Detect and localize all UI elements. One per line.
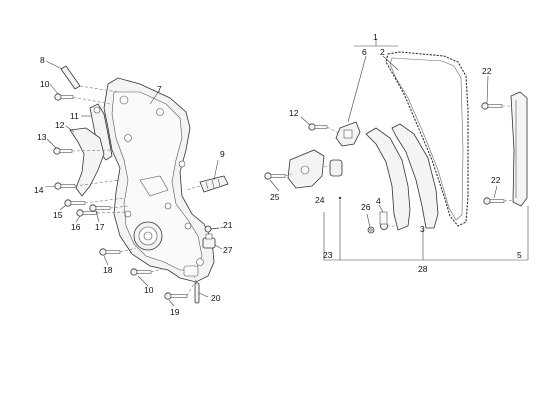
callout-8: 8 — [40, 55, 45, 65]
callout-26: 26 — [361, 202, 371, 212]
callout-21: 21 — [223, 220, 233, 230]
callout-9: 9 — [220, 149, 225, 159]
callout-17: 17 — [95, 222, 105, 232]
callout-10-top: 10 — [40, 79, 50, 89]
callout-6: 6 — [362, 47, 367, 57]
timing-cover-group — [103, 77, 215, 283]
tensioner-bracket — [335, 121, 361, 147]
callout-28: 28 — [418, 264, 428, 274]
guide-rail-outer — [391, 123, 439, 229]
callout-20: 20 — [211, 293, 221, 303]
callout-3: 3 — [420, 224, 425, 234]
left-leaders — [44, 60, 224, 307]
fixed-chain-guide — [510, 91, 528, 207]
callout-14: 14 — [34, 185, 44, 195]
timing-chain — [385, 51, 469, 227]
bolt-21 — [204, 225, 220, 233]
bolt-12-right — [308, 123, 328, 131]
callout-24: 24 — [315, 195, 325, 205]
callout-1: 1 — [373, 32, 378, 42]
tensioner-guide-rail — [365, 127, 411, 231]
callout-16: 16 — [71, 222, 81, 232]
callout-19: 19 — [170, 307, 180, 317]
callout-4: 4 — [376, 196, 381, 206]
bolt-10-top — [54, 93, 74, 101]
bolt-14 — [54, 182, 76, 190]
callout-12-right: 12 — [289, 108, 299, 118]
bolt-18 — [99, 248, 121, 256]
callout-2: 2 — [380, 47, 385, 57]
washer-26 — [367, 226, 375, 234]
callout-7: 7 — [157, 84, 162, 94]
guide-plate — [69, 127, 105, 197]
callout-27: 27 — [223, 245, 233, 255]
bolt-22-bottom — [483, 197, 505, 205]
pivot-bolt-4 — [379, 211, 388, 230]
callout-5: 5 — [517, 250, 522, 260]
pin-20 — [194, 282, 200, 304]
bolt-19 — [164, 292, 188, 300]
bolt-13 — [53, 147, 73, 155]
rubber-pad — [199, 175, 229, 193]
callout-15: 15 — [53, 210, 63, 220]
callout-12-left: 12 — [55, 120, 65, 130]
right-leaders — [269, 38, 529, 261]
callout-labels: 1 2 3 4 5 6 7 8 9 10 10 11 12 12 13 14 1… — [34, 32, 522, 317]
tensioner-housing — [287, 149, 325, 189]
bolt-10-bottom — [130, 268, 152, 276]
bolt-17 — [89, 204, 111, 212]
callout-23: 23 — [323, 250, 333, 260]
dowel-pin — [60, 65, 81, 90]
callout-10-bottom: 10 — [144, 285, 154, 295]
callout-18: 18 — [103, 265, 113, 275]
callout-13: 13 — [37, 132, 47, 142]
bolt-25 — [264, 172, 286, 180]
bolt-22-top — [481, 102, 503, 110]
tensioner-plunger — [329, 159, 343, 177]
sender-plug — [202, 233, 216, 249]
callout-11: 11 — [70, 111, 79, 121]
callout-25: 25 — [270, 192, 280, 202]
callout-22-top: 22 — [482, 66, 492, 76]
callout-22-bottom: 22 — [491, 175, 501, 185]
bolt-15 — [64, 199, 86, 207]
